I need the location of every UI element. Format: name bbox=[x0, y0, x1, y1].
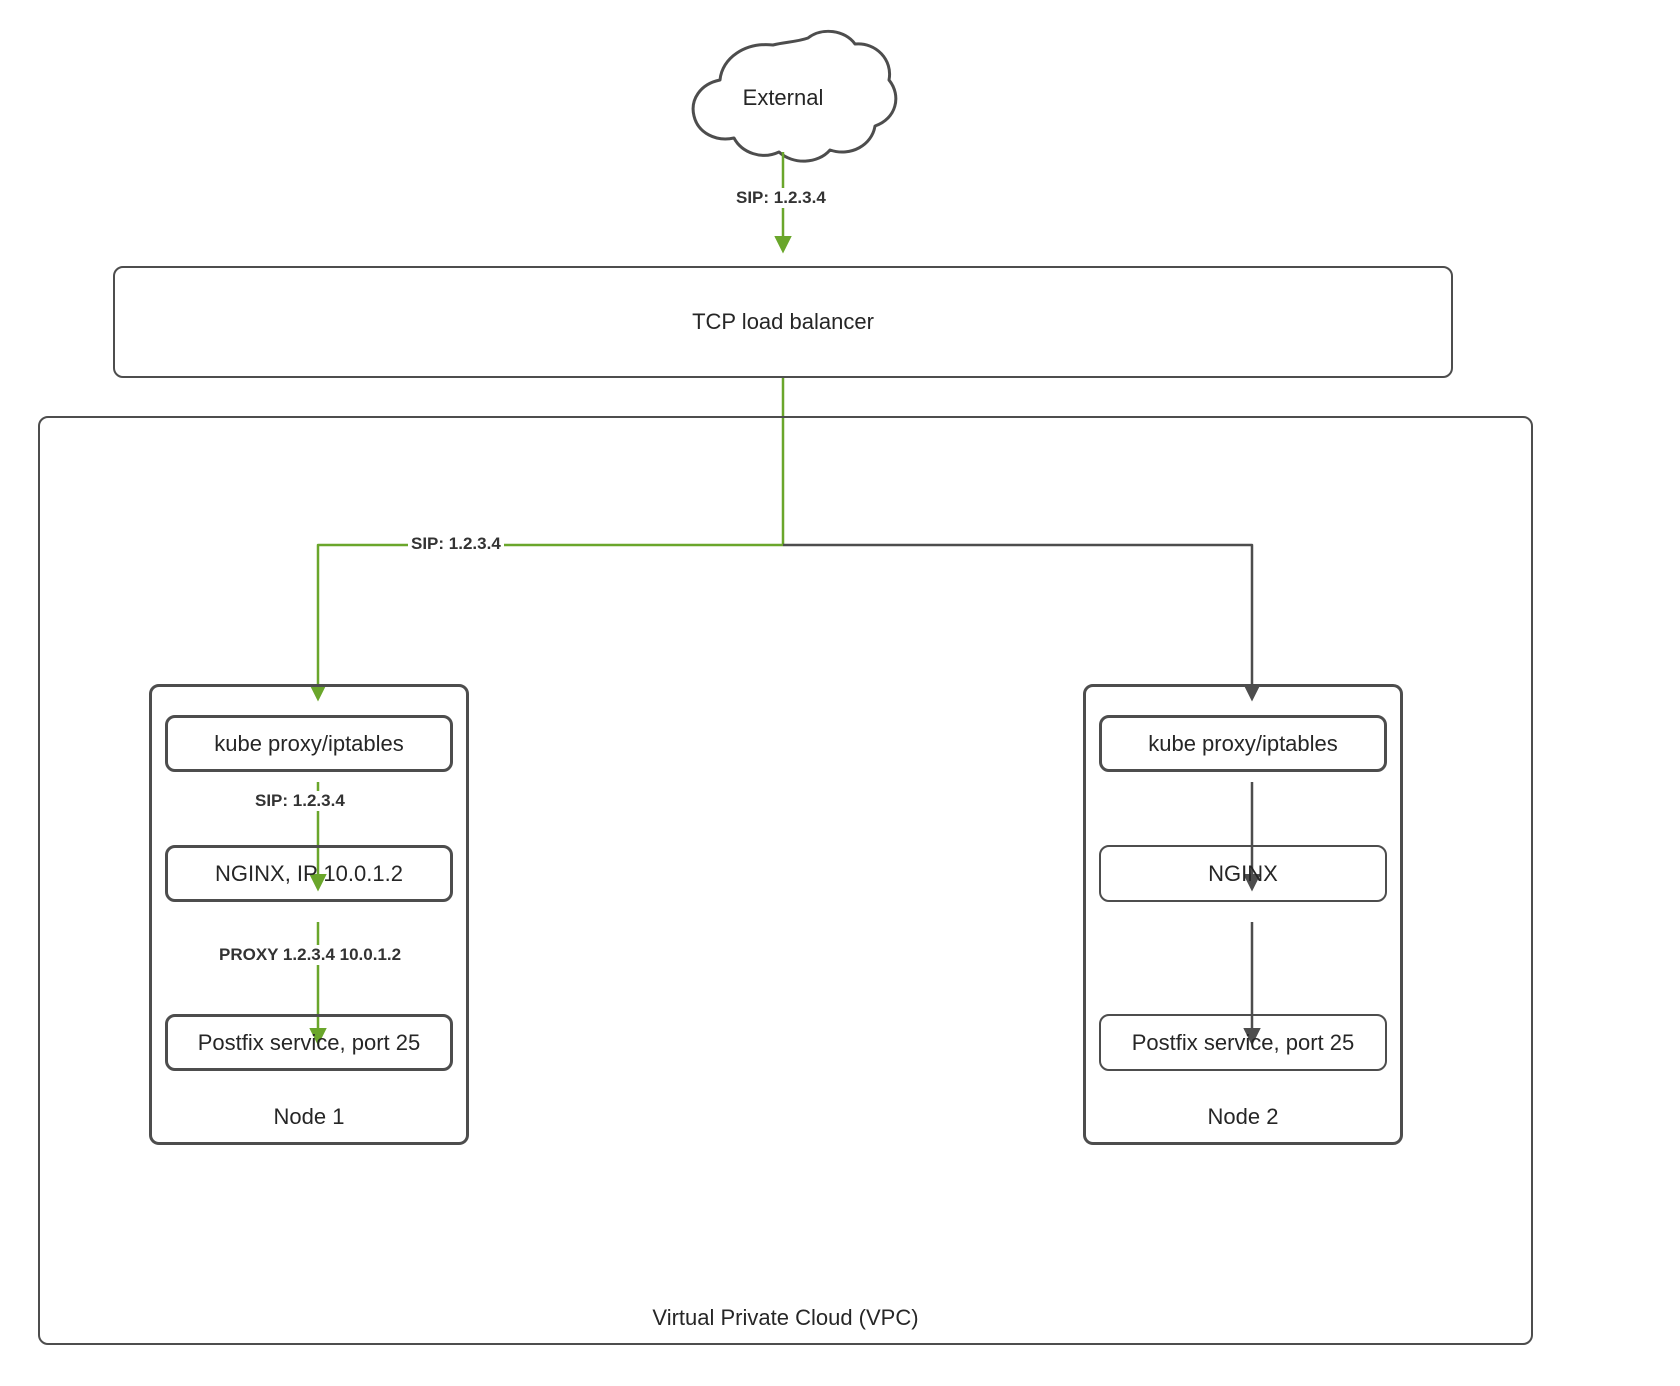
node-1-nginx-label: NGINX, IP 10.0.1.2 bbox=[215, 860, 403, 886]
node-2-kube-proxy-box[interactable]: kube proxy/iptables bbox=[1099, 715, 1387, 772]
node-1-nginx-box[interactable]: NGINX, IP 10.0.1.2 bbox=[165, 845, 453, 902]
node-1-postfix-label: Postfix service, port 25 bbox=[197, 1029, 421, 1055]
node-1-label: Node 1 bbox=[273, 1104, 345, 1129]
node-2-postfix-label: Postfix service, port 25 bbox=[1131, 1029, 1355, 1055]
node-1-postfix-box[interactable]: Postfix service, port 25 bbox=[165, 1014, 453, 1071]
tcp-load-balancer-box[interactable]: TCP load balancer bbox=[113, 266, 1453, 378]
vpc-container: Virtual Private Cloud (VPC) bbox=[38, 416, 1533, 1345]
node-2-label: Node 2 bbox=[1207, 1104, 1279, 1129]
tcp-load-balancer-label: TCP load balancer bbox=[692, 309, 874, 334]
node-2-kube-proxy-label: kube proxy/iptables bbox=[1148, 730, 1338, 756]
node-2-nginx-label: NGINX bbox=[1208, 860, 1278, 886]
node-2-nginx-box[interactable]: NGINX bbox=[1099, 845, 1387, 902]
node-2-container: Node 2 bbox=[1083, 684, 1403, 1145]
node-1-container: Node 1 bbox=[149, 684, 469, 1145]
node-1-kube-proxy-label: kube proxy/iptables bbox=[214, 730, 404, 756]
vpc-label: Virtual Private Cloud (VPC) bbox=[652, 1305, 919, 1330]
edge-label-lb-to-node1: SIP: 1.2.3.4 bbox=[408, 534, 504, 554]
edge-label-external-to-lb: SIP: 1.2.3.4 bbox=[733, 188, 829, 208]
node-2-postfix-box[interactable]: Postfix service, port 25 bbox=[1099, 1014, 1387, 1071]
edge-label-nginx-to-postfix: PROXY 1.2.3.4 10.0.1.2 bbox=[216, 945, 405, 965]
node-1-kube-proxy-box[interactable]: kube proxy/iptables bbox=[165, 715, 453, 772]
edge-label-kubeproxy-to-nginx: SIP: 1.2.3.4 bbox=[252, 791, 348, 811]
external-cloud-label: External bbox=[742, 85, 824, 110]
